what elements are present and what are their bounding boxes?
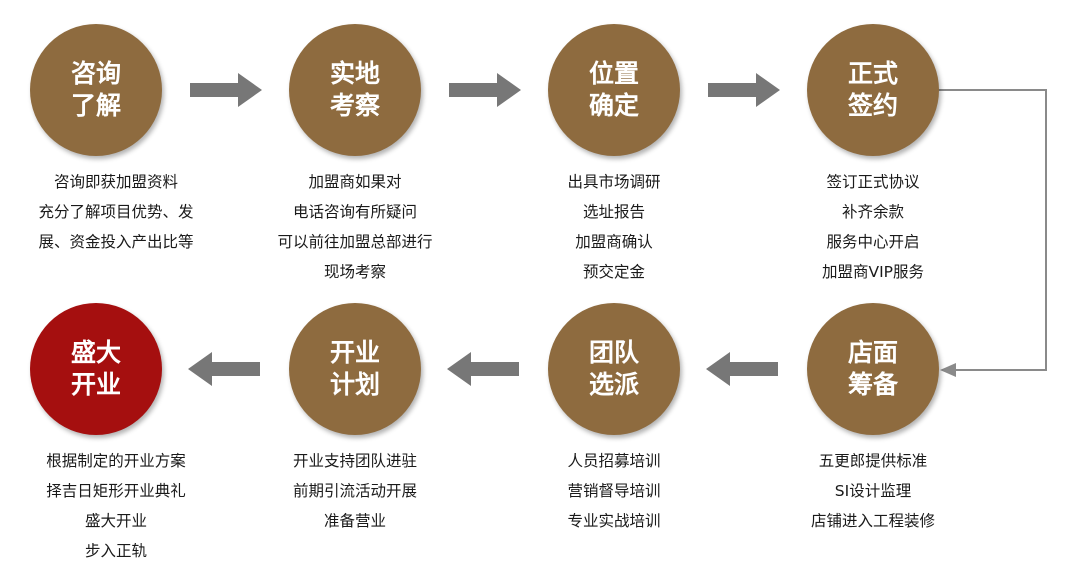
description-line: 现场考察 <box>323 263 386 281</box>
description-line: 充分了解项目优势、发 <box>38 203 194 221</box>
step-circle-3: 位置 确定 <box>548 24 680 156</box>
step-circle-4: 正式 签约 <box>807 24 939 156</box>
arrow-left-2 <box>447 352 519 386</box>
description-line: 准备营业 <box>323 512 386 530</box>
description-line: 服务中心开启 <box>826 233 920 251</box>
description-line: 前期引流活动开展 <box>292 482 417 500</box>
description-line: 择吉日矩形开业典礼 <box>46 482 186 500</box>
description-line: 展、资金投入产出比等 <box>38 233 194 251</box>
description-line: SI设计监理 <box>834 482 912 500</box>
description-line: 根据制定的开业方案 <box>46 452 186 470</box>
description-line: 加盟商VIP服务 <box>821 263 925 281</box>
step-description-8: 根据制定的开业方案 择吉日矩形开业典礼 盛大开业 步入正轨 <box>0 446 236 566</box>
step-description-1: 咨询即获加盟资料 充分了解项目优势、发 展、资金投入产出比等 <box>0 167 236 257</box>
step-description-6: 人员招募培训 营销督导培训 专业实战培训 <box>494 446 734 536</box>
step-description-3: 出具市场调研 选址报告 加盟商确认 预交定金 <box>494 167 734 287</box>
description-line: 签订正式协议 <box>826 173 920 191</box>
description-line: 咨询即获加盟资料 <box>53 173 178 191</box>
step-title: 团队 <box>588 338 639 367</box>
arrow-left-1 <box>706 352 778 386</box>
description-line: 加盟商如果对 <box>308 173 402 191</box>
step-circle-1: 咨询 了解 <box>30 24 162 156</box>
arrow-right-1 <box>190 73 262 107</box>
arrow-right-2 <box>449 73 521 107</box>
step-title: 店面 <box>847 338 898 367</box>
step-title: 盛大 <box>70 338 121 367</box>
step-title: 签约 <box>847 91 898 120</box>
step-circle-5: 店面 筹备 <box>807 303 939 435</box>
description-line: 五更郎提供标准 <box>818 452 928 470</box>
description-line: 人员招募培训 <box>567 452 661 470</box>
step-circle-8: 盛大 开业 <box>30 303 162 435</box>
description-line: 电话咨询有所疑问 <box>292 203 417 221</box>
step-title: 实地 <box>329 59 380 88</box>
arrow-right-3 <box>708 73 780 107</box>
description-line: 补齐余款 <box>841 203 904 221</box>
step-circle-6: 团队 选派 <box>548 303 680 435</box>
step-title: 了解 <box>70 91 121 120</box>
row-connector-arrowhead <box>940 363 956 377</box>
description-line: 可以前往加盟总部进行 <box>277 233 433 251</box>
step-circle-7: 开业 计划 <box>289 303 421 435</box>
step-title: 计划 <box>329 370 380 399</box>
description-line: 步入正轨 <box>84 542 147 560</box>
step-title: 咨询 <box>70 59 121 88</box>
step-title: 确定 <box>588 91 639 120</box>
description-line: 店铺进入工程装修 <box>810 512 935 530</box>
step-title: 筹备 <box>847 370 898 399</box>
description-line: 预交定金 <box>582 263 645 281</box>
step-title: 选派 <box>588 370 639 399</box>
description-line: 盛大开业 <box>84 512 147 530</box>
step-circle-2: 实地 考察 <box>289 24 421 156</box>
description-line: 专业实战培训 <box>567 512 661 530</box>
step-description-4: 签订正式协议 补齐余款 服务中心开启 加盟商VIP服务 <box>753 167 993 287</box>
step-description-2: 加盟商如果对 电话咨询有所疑问 可以前往加盟总部进行 现场考察 <box>235 167 475 287</box>
description-line: 开业支持团队进驻 <box>292 452 417 470</box>
step-title: 开业 <box>329 338 380 367</box>
step-description-7: 开业支持团队进驻 前期引流活动开展 准备营业 <box>235 446 475 536</box>
step-title: 正式 <box>847 59 898 88</box>
arrow-left-3 <box>188 352 260 386</box>
description-line: 选址报告 <box>582 203 645 221</box>
description-line: 加盟商确认 <box>575 233 653 251</box>
step-title: 开业 <box>70 370 121 399</box>
description-line: 营销督导培训 <box>567 482 661 500</box>
step-title: 位置 <box>588 59 639 88</box>
step-description-5: 五更郎提供标准 SI设计监理 店铺进入工程装修 <box>753 446 993 536</box>
description-line: 出具市场调研 <box>567 173 661 191</box>
step-title: 考察 <box>329 91 380 120</box>
row-connector-line <box>937 89 1047 371</box>
